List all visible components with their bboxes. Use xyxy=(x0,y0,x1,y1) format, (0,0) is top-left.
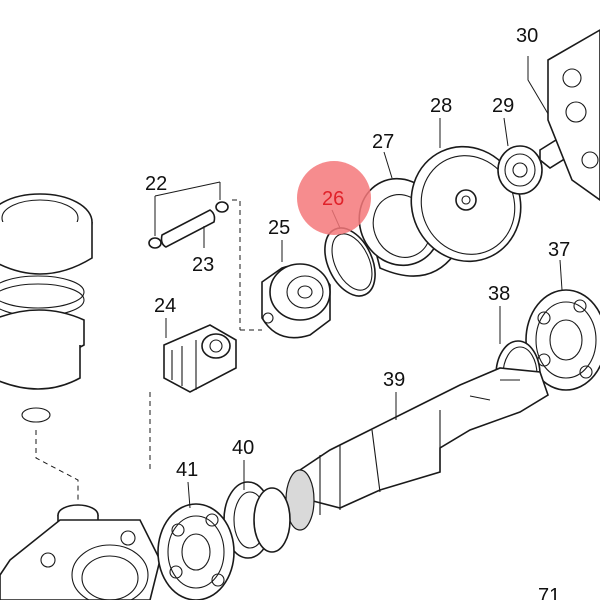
callout-30: 30 xyxy=(516,25,538,47)
callout-29: 29 xyxy=(492,95,514,117)
part-37-bearing xyxy=(525,259,600,391)
bottom-left-housing xyxy=(0,504,161,600)
part-22-orings xyxy=(148,181,241,330)
callout-40: 40 xyxy=(232,437,254,459)
callout-37: 37 xyxy=(548,239,570,261)
callout-38: 38 xyxy=(488,283,510,305)
callout-22: 22 xyxy=(145,173,167,195)
part-23-pin xyxy=(160,209,216,248)
part-25-piston xyxy=(240,240,331,339)
callout-24: 24 xyxy=(154,295,176,317)
part-29-seal xyxy=(497,117,543,195)
left-housing-assembly xyxy=(0,193,93,500)
callout-71: 71 xyxy=(538,585,560,600)
callout-41: 41 xyxy=(176,459,198,481)
callout-28: 28 xyxy=(430,95,452,117)
part-40-seal xyxy=(223,460,291,559)
callout-25: 25 xyxy=(268,217,290,239)
callout-39: 39 xyxy=(383,369,405,391)
part-28-cover-plate xyxy=(410,118,522,263)
callout-26: 26 xyxy=(322,188,344,210)
callout-27: 27 xyxy=(372,131,394,153)
part-39-shaft xyxy=(285,367,549,531)
upper-right-housing xyxy=(547,29,600,201)
part-26-highlight xyxy=(297,161,371,235)
part-24-valve-cage xyxy=(149,318,237,470)
callout-23: 23 xyxy=(192,254,214,276)
part-41-bearing xyxy=(157,481,235,600)
